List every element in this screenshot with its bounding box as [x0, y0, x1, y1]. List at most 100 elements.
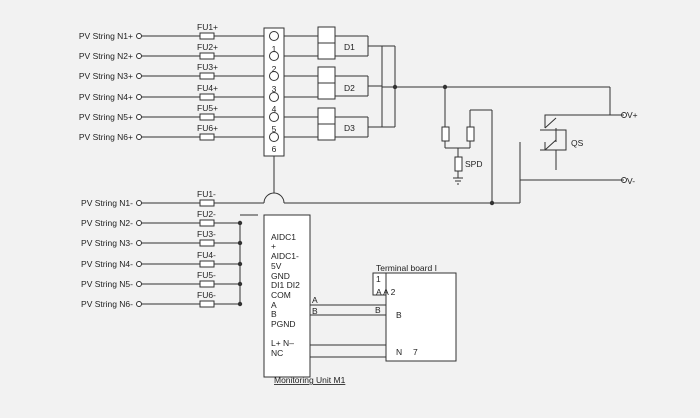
- neg-fuse-label: FU4-: [197, 250, 216, 260]
- switch-wire: [544, 87, 611, 128]
- monitor-row-label: +: [271, 241, 276, 251]
- fuse: [199, 93, 215, 101]
- terminal-board-title: Terminal board I: [376, 263, 437, 273]
- neg-fuse-label: FU1-: [197, 189, 216, 199]
- monitor-row-label: A: [271, 300, 277, 310]
- neg-fuse-label: FU6-: [197, 290, 216, 300]
- diode-label: D1: [344, 42, 355, 52]
- spd-element: [466, 126, 475, 142]
- pos-fuse-label: FU4+: [197, 83, 218, 93]
- diode-box: [317, 82, 336, 100]
- pos-input-label: PV String N3+: [79, 71, 133, 81]
- pos-input-label: PV String N4+: [79, 92, 133, 102]
- terminal-board-n: N: [396, 347, 402, 357]
- spd-element: [441, 126, 450, 142]
- monitor-row-label: 5V: [271, 261, 282, 271]
- terminal-board-aa2: A A 2: [376, 287, 396, 297]
- neg-input-label: PV String N2-: [81, 218, 133, 228]
- neg-input-label: PV String N6-: [81, 299, 133, 309]
- monitor-row-label: GND: [271, 271, 290, 281]
- input-terminal: [136, 281, 142, 287]
- monitor-row-label: DI1 DI2: [271, 280, 300, 290]
- output-pos-label: V+: [627, 110, 638, 120]
- terminal-screw: [269, 112, 279, 122]
- switch-blade: [544, 117, 557, 129]
- fuse: [199, 133, 215, 141]
- fuse: [199, 260, 215, 268]
- terminal-board-header: 1: [376, 274, 381, 284]
- input-terminal: [136, 134, 142, 140]
- fuse: [199, 280, 215, 288]
- terminal-board: [385, 272, 457, 362]
- terminal-number: 4: [272, 104, 277, 114]
- fuse: [199, 199, 215, 207]
- fuse: [199, 32, 215, 40]
- neg-input-label: PV String N3-: [81, 238, 133, 248]
- input-terminal: [136, 220, 142, 226]
- terminal-number: 1: [272, 44, 277, 54]
- fuse: [199, 72, 215, 80]
- fuse: [199, 219, 215, 227]
- diode-box: [317, 42, 336, 60]
- input-terminal: [136, 33, 142, 39]
- monitor-row-label: B: [271, 309, 277, 319]
- spd-element: [454, 156, 463, 172]
- terminal-screw: [269, 31, 279, 41]
- terminal-board-b-in: B: [375, 305, 381, 315]
- terminal-board-b: B: [396, 310, 402, 320]
- pos-fuse-label: FU6+: [197, 123, 218, 133]
- diode-box: [317, 26, 336, 44]
- pos-fuse-label: FU5+: [197, 103, 218, 113]
- pos-input-label: PV String N5+: [79, 112, 133, 122]
- spd-label: SPD: [465, 159, 482, 169]
- input-terminal: [136, 200, 142, 206]
- neg-fuse-label: FU3-: [197, 229, 216, 239]
- input-terminal: [136, 53, 142, 59]
- neg-input-label: PV String N1-: [81, 198, 133, 208]
- output-neg-label: V-: [627, 176, 635, 186]
- terminal-screw: [269, 51, 279, 61]
- wire-crossover: [263, 192, 285, 204]
- diode-box: [317, 123, 336, 141]
- pos-fuse-label: FU2+: [197, 42, 218, 52]
- terminal-screw: [269, 132, 279, 142]
- monitor-row-label: COM: [271, 290, 291, 300]
- fuse: [199, 113, 215, 121]
- pos-input-label: PV String N1+: [79, 31, 133, 41]
- input-terminal: [136, 114, 142, 120]
- terminal-number: 3: [272, 84, 277, 94]
- pos-fuse-label: FU1+: [197, 22, 218, 32]
- fuse: [199, 300, 215, 308]
- diode-label: D3: [344, 123, 355, 133]
- switch-wire: [519, 142, 610, 181]
- diode-box: [317, 66, 336, 84]
- pos-input-label: PV String N6+: [79, 132, 133, 142]
- pos-fuse-label: FU3+: [197, 62, 218, 72]
- monitor-power-label: NC: [271, 348, 283, 358]
- terminal-number: 5: [272, 124, 277, 134]
- input-terminal: [136, 94, 142, 100]
- switch-blade: [544, 139, 557, 151]
- monitoring-unit: [263, 214, 311, 378]
- switch-outline: [540, 129, 567, 151]
- bus-b-label: B: [312, 306, 318, 316]
- input-terminal: [136, 301, 142, 307]
- monitor-row-label: AIDC1-: [271, 251, 299, 261]
- monitor-title: Monitoring Unit M1: [274, 375, 346, 385]
- fuse: [199, 239, 215, 247]
- terminal-number: 6: [272, 144, 277, 154]
- monitor-row-label: PGND: [271, 319, 296, 329]
- neg-fuse-label: FU5-: [197, 270, 216, 280]
- terminal-board-seven: 7: [413, 347, 418, 357]
- input-terminal: [136, 73, 142, 79]
- diode-label: D2: [344, 83, 355, 93]
- neg-input-label: PV String N5-: [81, 279, 133, 289]
- switch-label: QS: [571, 138, 584, 148]
- monitor-power-label: L+ N–: [271, 338, 294, 348]
- neg-fuse-label: FU2-: [197, 209, 216, 219]
- input-terminal: [136, 261, 142, 267]
- monitor-row-label: AIDC1: [271, 232, 296, 242]
- fuse: [199, 52, 215, 60]
